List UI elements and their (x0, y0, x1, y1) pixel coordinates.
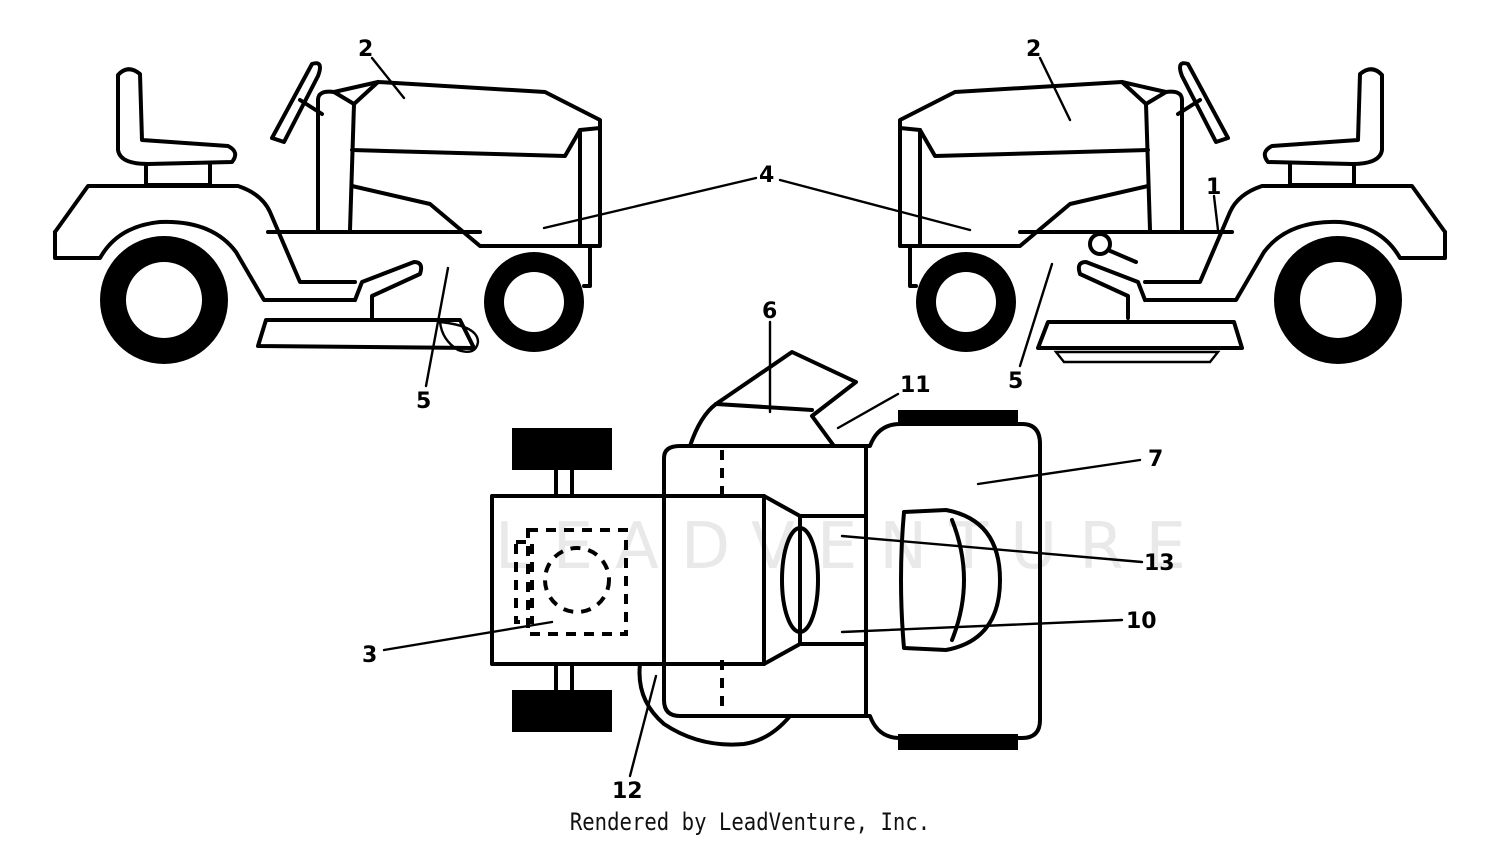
callout-4: 4 (759, 163, 774, 188)
callout-right-2: 2 (1026, 37, 1041, 62)
callout-top-7: 7 (1148, 447, 1163, 472)
callout-left-5: 5 (416, 389, 431, 414)
callout-top-6: 6 (762, 299, 777, 324)
tractor-left-side-view: 2 5 (53, 37, 758, 414)
callout-top-13: 13 (1144, 551, 1175, 576)
callout-left-2: 2 (358, 37, 373, 62)
tractor-top-view: 6 11 7 13 10 3 12 (362, 299, 1175, 804)
callout-right-1: 1 (1206, 175, 1221, 200)
callout-right-5: 5 (1008, 369, 1023, 394)
rendered-by-credit: Rendered by LeadVenture, Inc. (569, 808, 931, 836)
watermark-text: LEADVENTURE (495, 510, 1208, 584)
tractor-right-side-view: 2 1 5 (778, 37, 1447, 394)
callout-top-12: 12 (612, 779, 643, 804)
callout-top-3: 3 (362, 643, 377, 668)
callout-top-11: 11 (900, 373, 931, 398)
callout-top-10: 10 (1126, 609, 1157, 634)
